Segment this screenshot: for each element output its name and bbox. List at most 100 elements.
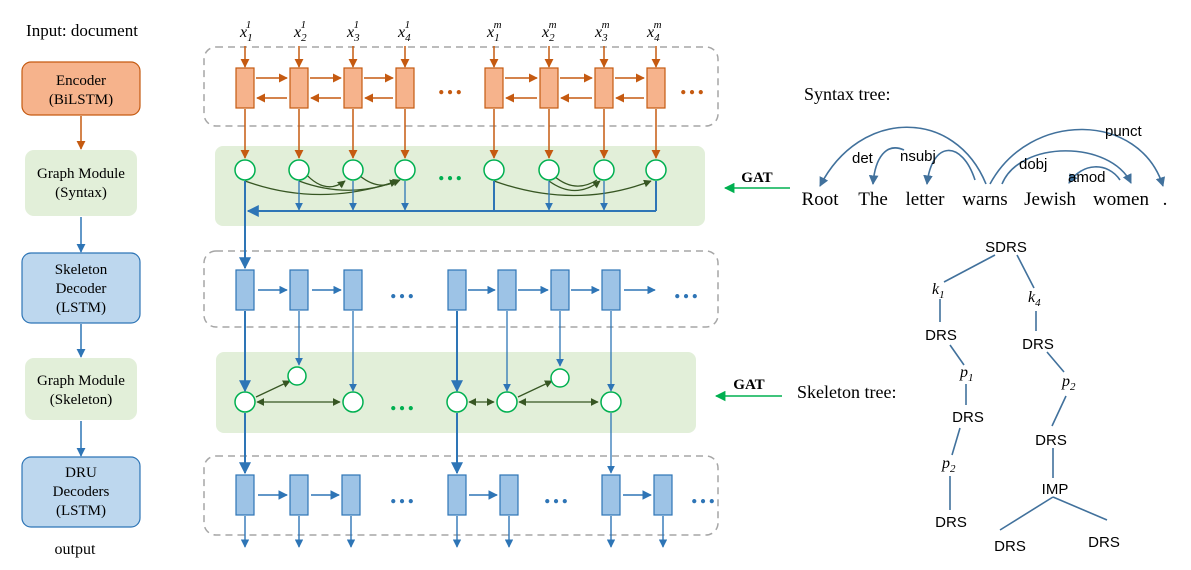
skeleton-decoder-label-line: (LSTM) [56, 300, 106, 316]
encoder-cell [235, 67, 255, 109]
encoder-box [21, 61, 141, 116]
tree-edge [1052, 496, 1108, 521]
sentence-word: Jewish [1024, 189, 1076, 210]
tree-node-k4: k4 [1028, 289, 1041, 309]
graph-skeleton-label: Graph Module(Skeleton) [37, 373, 125, 408]
skeleton-tree: Skeleton tree: SDRS DRS DRS DRS DRS IMP … [797, 239, 1120, 555]
graph-syntax-panel [215, 146, 705, 226]
token-label: x21 [293, 19, 307, 44]
tree-edge [1016, 254, 1035, 289]
dru-cell [499, 474, 519, 516]
skeleton-cell [497, 269, 517, 311]
syntax-arc [1001, 150, 1132, 185]
skeleton-tree-title: Skeleton tree: [797, 382, 896, 402]
tree-node-drs: DRS [952, 409, 984, 426]
graph-skeleton-box [25, 358, 137, 420]
tree-node-k1: k1 [932, 281, 945, 301]
graph-syntax-label-line: (Syntax) [55, 185, 107, 201]
tree-node-drs: DRS [1088, 534, 1120, 551]
syntax-node [288, 159, 310, 181]
token-label: x3m [594, 19, 610, 44]
dru-cell [653, 474, 673, 516]
syntax-tree-title: Syntax tree: [804, 84, 890, 104]
dru-decoders-label-line: DRU [65, 465, 97, 481]
encoder-cell [395, 67, 415, 109]
dru-cell [235, 474, 255, 516]
graph-skeleton-label-line: (Skeleton) [50, 392, 112, 408]
token-labels: x11 x21 x31 x41 x1m x2m x3m x4m [239, 19, 662, 44]
dru-cell [341, 474, 361, 516]
skeleton-node [496, 391, 518, 413]
tree-node-sdrs: SDRS [985, 239, 1027, 256]
syntax-graph: … [234, 157, 667, 217]
ellipsis: … [679, 71, 705, 100]
dru-decoders-panel [203, 455, 719, 536]
skeleton-decoder-box [21, 252, 141, 324]
encoder-label-line: (BiLSTM) [49, 92, 113, 108]
encoder-cell [539, 67, 559, 109]
token-label: x2m [541, 19, 557, 44]
ellipsis: … [437, 71, 463, 100]
tree-edge [951, 427, 961, 456]
tree-node-drs: DRS [1022, 336, 1054, 353]
ellipsis: … [437, 157, 463, 186]
tree-node-p2: p2 [1061, 373, 1076, 393]
encoder-row: … … [235, 46, 705, 159]
sentence-word: Root [802, 189, 840, 210]
token-label: x31 [346, 19, 360, 44]
dru-decoders-label-line: (LSTM) [56, 503, 106, 519]
encoder-panel [203, 46, 719, 127]
sentence-word: women [1093, 189, 1149, 210]
syntax-edge [553, 175, 598, 187]
graph-syntax-box [25, 150, 137, 216]
encoder-label: Encoder(BiLSTM) [49, 73, 113, 108]
tree-node-drs: DRS [994, 538, 1026, 555]
tree-node-drs: DRS [1035, 432, 1067, 449]
skeleton-decoder-row: … … [235, 211, 699, 393]
ellipsis: … [543, 480, 569, 509]
dependency-label: det [852, 150, 874, 167]
syntax-arc [1068, 166, 1121, 184]
skeleton-cell [343, 269, 363, 311]
skeleton-decoder-panel [203, 250, 719, 328]
syntax-arc [819, 126, 987, 187]
gat-label: GAT [741, 170, 772, 186]
skeleton-node [550, 368, 570, 388]
syntax-edge [548, 180, 601, 192]
encoder-cell [289, 67, 309, 109]
skeleton-edge [255, 380, 291, 398]
ellipsis: … [673, 275, 699, 304]
dependency-label: nsubj [900, 148, 936, 165]
syntax-node [483, 159, 505, 181]
sentence-word: warns [962, 189, 1007, 210]
encoder-cell [646, 67, 666, 109]
ellipsis: … [389, 480, 415, 509]
dependency-label: amod [1068, 169, 1106, 186]
syntax-node [645, 159, 667, 181]
syntax-node [342, 159, 364, 181]
syntax-arc [868, 147, 905, 185]
skeleton-node [234, 391, 256, 413]
dru-decoders-row: … … … [235, 413, 716, 548]
ellipsis: … [389, 387, 415, 416]
syntax-node [538, 159, 560, 181]
tree-node-p2: p2 [941, 455, 956, 475]
dru-cell [447, 474, 467, 516]
dependency-label: dobj [1019, 156, 1047, 173]
skeleton-cell [235, 269, 255, 311]
encoder-cell [484, 67, 504, 109]
token-label: x4m [646, 19, 662, 44]
tree-edge [949, 344, 965, 366]
gat-label: GAT [733, 377, 764, 393]
skeleton-cell [550, 269, 570, 311]
dru-cell [601, 474, 621, 516]
dependency-label: punct [1105, 123, 1143, 140]
syntax-node [394, 159, 416, 181]
ellipsis: … [690, 480, 716, 509]
graph-syntax-label: Graph Module(Syntax) [37, 166, 125, 201]
syntax-tree: Syntax tree: det nsubj dobj amod punct R… [802, 84, 1168, 210]
skeleton-graph: … [234, 366, 622, 416]
